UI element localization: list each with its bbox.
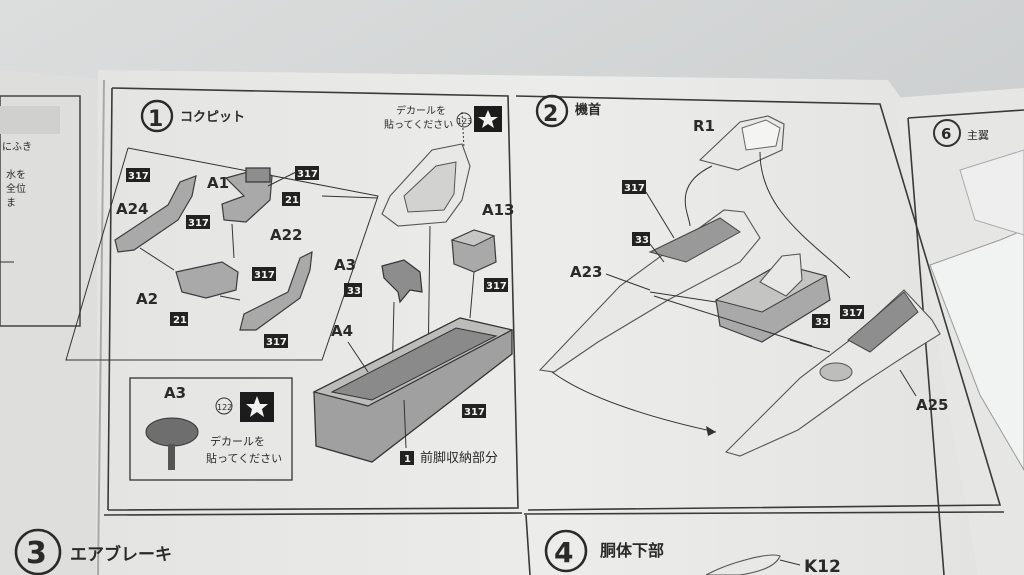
right-page: 6 主翼 <box>894 88 1024 575</box>
star-icon <box>246 396 268 417</box>
step6-number: 6 <box>941 125 951 143</box>
color-badge-317: 317 <box>266 337 287 348</box>
inset-label-a3: A3 <box>164 384 186 402</box>
part-a24 <box>114 175 197 253</box>
step4-panel: 4 胴体下部 K12 <box>544 529 841 575</box>
step1-number: 1 <box>148 107 163 132</box>
label-a2: A2 <box>136 290 158 308</box>
inset-decal-ref: 122 <box>217 403 232 412</box>
step2-number: 2 <box>543 102 558 127</box>
step3-number: 3 <box>26 536 47 571</box>
inset-decal-note: 貼ってください <box>206 451 282 465</box>
step1-decal-note: デカールを <box>396 104 446 117</box>
color-badge-317: 317 <box>188 218 209 229</box>
step1-decal-ref: 123 <box>457 117 472 126</box>
left-page-fragment: にふき <box>2 141 32 153</box>
left-page: にふき 水を 全位 ま <box>0 70 112 575</box>
step6-title: 主翼 <box>967 129 989 142</box>
step1-title: コクピット <box>180 110 245 125</box>
panel-frames <box>103 87 1005 575</box>
color-badge-21: 21 <box>285 195 299 206</box>
step1-subassembly-frame <box>65 147 379 361</box>
step3-title: エアブレーキ <box>70 544 172 565</box>
label-a22: A22 <box>270 226 302 244</box>
color-badge-317: 317 <box>128 171 149 182</box>
label-a13: A13 <box>482 201 514 219</box>
color-badge-33: 33 <box>815 317 829 328</box>
color-badge-317: 317 <box>624 183 645 194</box>
left-page-fragment: 全位 <box>6 182 26 195</box>
step1-panel: 1 コクピット デカールを 貼ってください 123 A24 317 A1 317… <box>65 99 514 481</box>
step4-number: 4 <box>554 536 573 569</box>
step4-title: 胴体下部 <box>600 541 664 560</box>
color-badge-317: 317 <box>464 407 485 418</box>
decal-inset-frame <box>129 377 293 481</box>
color-badge-21: 21 <box>173 315 187 326</box>
step2-title: 機首 <box>575 102 601 118</box>
label-r1: R1 <box>693 117 715 135</box>
step2-panel: 2 機首 R1 A23 317 33 A25 33 317 <box>535 94 948 457</box>
inset-decal-note: デカールを <box>210 434 265 448</box>
color-badge-317: 317 <box>486 281 507 292</box>
label-a25: A25 <box>916 396 948 414</box>
label-k12: K12 <box>804 557 841 575</box>
color-badge-33: 33 <box>635 235 649 246</box>
footnote-number: 1 <box>404 454 411 465</box>
color-badge-317: 317 <box>297 169 318 180</box>
color-badge-317: 317 <box>842 308 863 319</box>
label-a4: A4 <box>331 322 353 340</box>
part-a3 <box>381 259 423 304</box>
part-a22 <box>239 250 313 331</box>
color-badge-317: 317 <box>254 270 275 281</box>
star-icon <box>478 110 498 128</box>
step1-decal-note: 貼ってください <box>384 118 453 131</box>
label-a3: A3 <box>334 256 356 274</box>
color-badge-33: 33 <box>347 286 361 297</box>
footnote-text: 前脚収納部分 <box>420 450 498 466</box>
left-page-fragment: ま <box>6 197 16 209</box>
left-page-fragment: 水を <box>6 169 26 181</box>
label-a23: A23 <box>570 263 602 281</box>
part-a2 <box>175 261 239 299</box>
step3-panel: 3 エアブレーキ <box>14 528 172 575</box>
label-a24: A24 <box>116 200 148 218</box>
label-a1: A1 <box>207 174 229 192</box>
part-k12 <box>705 554 781 575</box>
